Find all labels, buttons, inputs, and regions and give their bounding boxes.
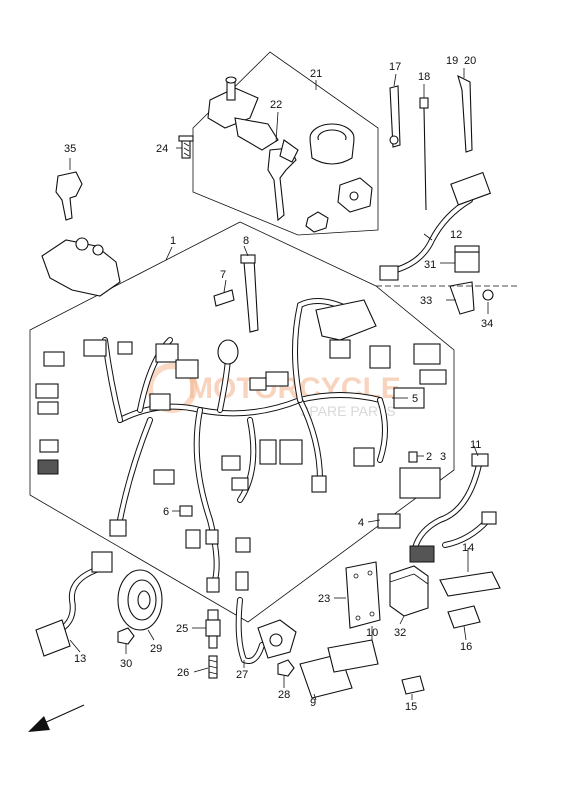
callout-5: 5 xyxy=(412,393,418,405)
pads xyxy=(299,571,501,699)
callout-1: 1 xyxy=(170,235,176,247)
callout-35: 35 xyxy=(64,143,76,155)
callout-13: 13 xyxy=(74,653,86,665)
callout-7: 7 xyxy=(220,269,226,281)
callout-17: 17 xyxy=(389,61,401,73)
callout-34: 34 xyxy=(481,318,493,330)
callout-18: 18 xyxy=(418,71,430,83)
callout-8: 8 xyxy=(243,235,249,247)
callout-15: 15 xyxy=(405,701,417,713)
watermark-line2: SPARE PARTS xyxy=(300,403,396,419)
sub-harness-12 xyxy=(376,171,520,315)
callout-33: 33 xyxy=(420,295,432,307)
sensor-25-26 xyxy=(205,609,221,679)
callout-29: 29 xyxy=(150,643,162,655)
callout-19: 19 xyxy=(446,55,458,67)
callout-24: 24 xyxy=(156,143,168,155)
bracket-23 xyxy=(345,561,381,629)
sensor-27 xyxy=(235,571,297,677)
handlebar-switch xyxy=(41,237,121,297)
callout-21: 21 xyxy=(310,68,322,80)
callout-4: 4 xyxy=(358,517,364,529)
leader-lines xyxy=(69,80,489,701)
callout-14: 14 xyxy=(462,542,474,554)
callout-30: 30 xyxy=(120,658,132,670)
ignition-switch-group xyxy=(192,51,379,236)
main-harness-box xyxy=(29,221,455,623)
clamp-7-8 xyxy=(213,254,259,333)
cable-ties xyxy=(389,68,473,211)
callout-20: 20 xyxy=(464,55,476,67)
callout-16: 16 xyxy=(460,641,472,653)
sub-harness-11 xyxy=(409,453,497,563)
callout-labels: 1 2 3 4 5 6 7 8 9 10 11 12 13 14 15 16 1… xyxy=(64,55,493,713)
callout-25: 25 xyxy=(176,623,188,635)
bolt-24 xyxy=(178,135,194,159)
callout-28: 28 xyxy=(278,689,290,701)
relay-32 xyxy=(389,565,429,617)
callout-26: 26 xyxy=(177,667,189,679)
callout-27: 27 xyxy=(236,669,248,681)
callout-22: 22 xyxy=(270,99,282,111)
callout-11: 11 xyxy=(470,439,481,451)
callout-6: 6 xyxy=(163,506,169,518)
sub-harness-13 xyxy=(35,551,113,657)
callout-23: 23 xyxy=(318,593,330,605)
callout-3: 3 xyxy=(440,451,446,463)
key-35 xyxy=(55,158,83,221)
callout-10: 10 xyxy=(366,627,378,639)
harness-connectors xyxy=(35,299,447,593)
front-direction-arrow-icon xyxy=(28,704,85,732)
callout-31: 31 xyxy=(424,259,436,271)
callout-32: 32 xyxy=(394,627,406,639)
bolt-30 xyxy=(117,627,135,645)
callout-9: 9 xyxy=(310,697,316,709)
callout-2: 2 xyxy=(426,451,432,463)
horn-29 xyxy=(117,569,163,631)
callout-12: 12 xyxy=(450,229,462,241)
